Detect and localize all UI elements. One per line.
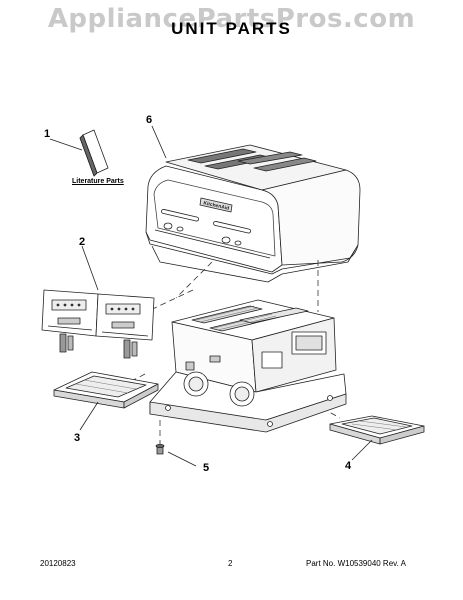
leader-line-4 [351,439,373,461]
leader-line-2 [81,245,99,291]
literature-booklet[interactable] [79,129,109,177]
crumb-tray-left[interactable] [53,371,159,409]
crumb-tray-right[interactable] [329,415,425,445]
toaster-housing[interactable] [145,144,361,283]
leader-line-6 [151,125,167,159]
callout-3: 3 [74,432,81,444]
literature-parts-label: Literature Parts [72,178,124,185]
leader-line-1 [49,138,83,151]
brand-badge: KitchenAid [203,200,230,211]
watermark-text: AppliancePartsPros.com [47,4,416,34]
callout-4: 4 [345,460,352,472]
footer-date: 20120823 [40,559,76,568]
lever-board-assembly[interactable] [41,289,155,359]
toaster-chassis[interactable] [149,299,347,433]
leader-line-5 [167,451,197,467]
footer-page-number: 2 [228,559,233,568]
callout-6: 6 [146,114,153,126]
callout-2: 2 [79,236,86,248]
callout-1: 1 [44,128,51,140]
footer-part-number: Part No. W10539040 Rev. A [306,559,406,568]
screw[interactable] [155,443,165,455]
callout-5: 5 [203,462,210,474]
page-title: UNIT PARTS [171,19,292,38]
leader-line-3 [79,401,99,431]
